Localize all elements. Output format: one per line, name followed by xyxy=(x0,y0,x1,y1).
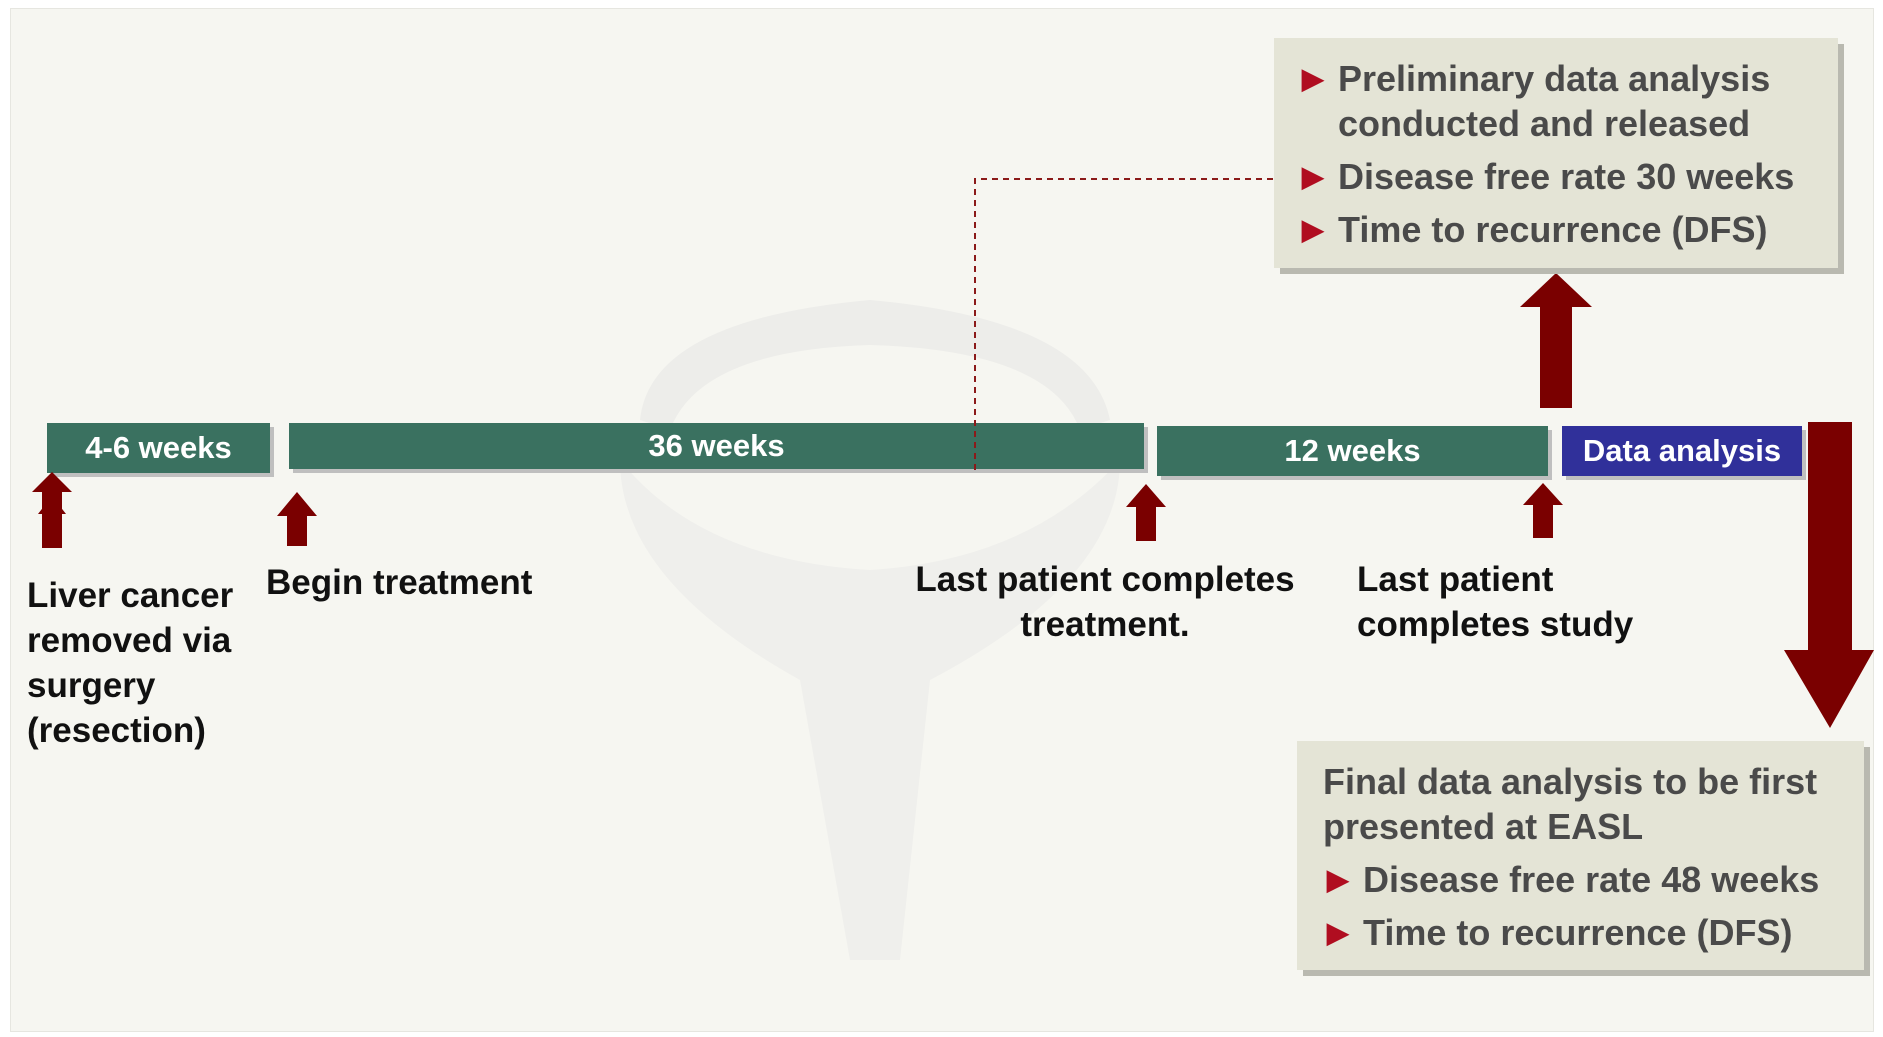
milestone-line: removed via xyxy=(27,621,232,660)
final-heading: Final data analysis to be first presente… xyxy=(1323,759,1864,849)
item-line: Time to recurrence (DFS) xyxy=(1338,209,1768,250)
large-up-arrow-icon xyxy=(1520,273,1592,408)
large-down-arrow-icon xyxy=(1784,422,1874,728)
bullet-arrow-icon: ▶ xyxy=(1302,161,1324,192)
segment-12-weeks: 12 weeks xyxy=(1157,426,1548,476)
preliminary-item: ▶ Time to recurrence (DFS) xyxy=(1302,207,1838,252)
item-line: Disease free rate 48 weeks xyxy=(1363,859,1820,900)
bullet-arrow-icon: ▶ xyxy=(1327,864,1349,895)
preliminary-item: ▶ Preliminary data analysis conducted an… xyxy=(1302,56,1838,146)
bullet-arrow-icon: ▶ xyxy=(1327,917,1349,948)
milestone-last-study: Last patient completes study xyxy=(1357,557,1633,647)
preliminary-item: ▶ Disease free rate 30 weeks xyxy=(1302,154,1838,199)
segment-label: Data analysis xyxy=(1582,433,1782,468)
milestone-line: Begin treatment xyxy=(266,563,533,602)
final-analysis-box: Final data analysis to be first presente… xyxy=(1297,741,1864,970)
item-line: Preliminary data analysis xyxy=(1338,58,1771,99)
up-arrow-icon xyxy=(32,472,72,548)
dashed-connector xyxy=(974,178,1300,470)
milestone-begin-treatment: Begin treatment xyxy=(266,560,532,605)
milestone-line: (resection) xyxy=(27,711,206,750)
up-arrow-icon xyxy=(1126,484,1166,541)
heading-line: presented at EASL xyxy=(1323,806,1644,847)
heading-line: Final data analysis to be first xyxy=(1323,761,1818,802)
milestone-line: Liver cancer xyxy=(27,576,234,615)
segment-data-analysis: Data analysis xyxy=(1562,426,1802,476)
milestone-line: completes study xyxy=(1357,605,1634,644)
preliminary-analysis-box: ▶ Preliminary data analysis conducted an… xyxy=(1274,38,1838,268)
milestone-line: surgery xyxy=(27,666,156,705)
segment-4-6-weeks: 4-6 weeks xyxy=(47,423,270,473)
milestone-last-treatment: Last patient completes treatment. xyxy=(895,557,1315,647)
up-arrow-icon xyxy=(277,492,317,546)
milestone-line: treatment. xyxy=(1020,605,1190,644)
final-item: ▶ Time to recurrence (DFS) xyxy=(1327,910,1864,955)
milestone-line: Last patient xyxy=(1357,560,1554,599)
segment-label: 12 weeks xyxy=(1284,433,1421,468)
milestone-surgery: Liver cancer removed via surgery (resect… xyxy=(27,573,233,753)
segment-label: 36 weeks xyxy=(648,428,785,463)
item-line: Time to recurrence (DFS) xyxy=(1363,912,1793,953)
milestone-line: Last patient completes xyxy=(915,560,1295,599)
bullet-arrow-icon: ▶ xyxy=(1302,214,1324,245)
segment-36-weeks: 36 weeks xyxy=(289,423,1144,469)
item-line: conducted and released xyxy=(1338,103,1751,144)
up-arrow-icon xyxy=(1523,483,1563,538)
final-item: ▶ Disease free rate 48 weeks xyxy=(1327,857,1864,902)
item-line: Disease free rate 30 weeks xyxy=(1338,156,1795,197)
bullet-arrow-icon: ▶ xyxy=(1302,63,1324,94)
segment-label: 4-6 weeks xyxy=(85,430,232,465)
